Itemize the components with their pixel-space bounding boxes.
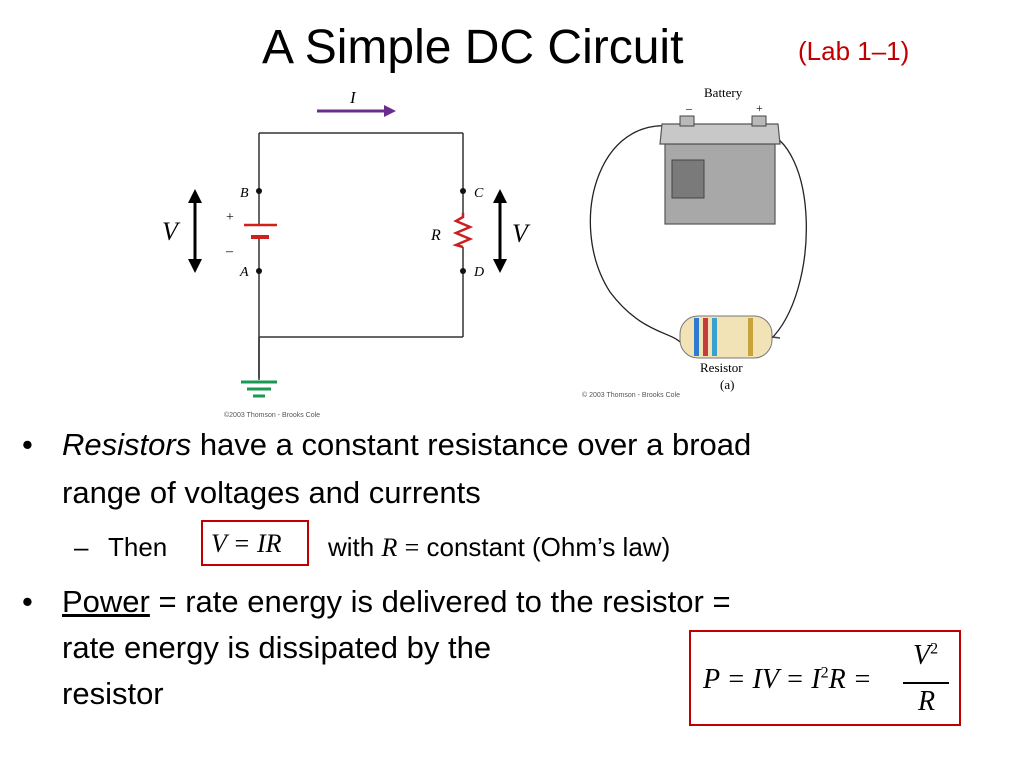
resistor-label: R: [430, 227, 441, 244]
sub-bullet-then: Then: [108, 532, 168, 562]
node-b-dot: [256, 188, 262, 194]
wire-left: [589, 125, 689, 343]
resistor-band-2: [703, 318, 708, 356]
resistors-term: Resistors: [62, 427, 192, 462]
voltage-label-left: V: [162, 217, 181, 246]
power-term: Power: [62, 584, 150, 619]
node-d-dot: [460, 268, 466, 274]
constant-text: constant (Ohm’s law): [426, 532, 671, 562]
ohms-law-equation: V = IR: [211, 529, 282, 558]
battery-plus-label: +: [756, 101, 763, 115]
battery-label: Battery: [704, 85, 743, 100]
battery-lid: [659, 123, 781, 145]
with-text: with: [328, 532, 375, 562]
bullet-2-marker: •: [22, 584, 33, 619]
equals-sign: =: [404, 533, 420, 562]
power-equation-box: P = IV = I2R = V2 R: [689, 630, 961, 726]
panel-label: (a): [720, 377, 734, 392]
bullet-2-line-2: rate energy is dissipated by the: [62, 630, 492, 665]
voltage-label-right: V: [512, 219, 531, 248]
ohms-law-box: V = IR: [201, 520, 309, 566]
sub-bullet-rest: with R = constant (Ohm’s law): [328, 532, 670, 563]
bullet-2-line-3: resistor: [62, 676, 164, 711]
node-a-label: A: [239, 265, 249, 280]
power-fraction-denominator: R: [918, 686, 936, 717]
bullet-2-text: = rate energy is delivered to the resist…: [149, 584, 731, 619]
resistor-symbol: [452, 213, 474, 249]
circuit-schematic: I + – R B A C D V V ©2003 Thomson - Broo…: [162, 88, 531, 419]
bullet-2-line-1: Power = rate energy is delivered to the …: [62, 582, 731, 622]
battery-plus: +: [226, 210, 234, 225]
node-c-dot: [460, 188, 466, 194]
battery-terminal-negative: [679, 115, 695, 127]
fraction-bar: [903, 682, 949, 684]
battery-label-panel: [671, 159, 705, 199]
bullet-1-marker: •: [22, 427, 33, 462]
power-fraction-numerator: V2: [913, 640, 938, 672]
resistor-band-3: [712, 318, 717, 356]
current-arrowhead: [384, 105, 396, 117]
battery-resistor-illustration: Battery – + Resistor (a) © 2003 Thomson …: [582, 85, 807, 399]
numerator-exp: 2: [930, 640, 939, 658]
current-label: I: [349, 88, 357, 107]
node-a-dot: [256, 268, 262, 274]
r-symbol: R: [381, 533, 398, 562]
power-lhs-text: P = IV = I: [703, 664, 821, 695]
bullet-1-line-2: range of voltages and currents: [62, 475, 481, 510]
node-c-label: C: [474, 186, 484, 201]
illustration-credit: © 2003 Thomson - Brooks Cole: [582, 391, 680, 399]
node-b-label: B: [240, 186, 249, 201]
resistor-band-4: [748, 318, 753, 356]
battery-minus-label: –: [685, 101, 693, 115]
battery-minus: –: [225, 244, 234, 259]
resistor-illustration-label: Resistor: [700, 360, 743, 375]
battery-terminal-positive: [751, 115, 767, 127]
resistor-band-1: [694, 318, 699, 356]
power-mid-text: R =: [828, 664, 872, 695]
sub-bullet-dash: –: [74, 532, 89, 562]
schematic-credit: ©2003 Thomson - Brooks Cole: [224, 411, 320, 419]
numerator-v: V: [913, 640, 931, 671]
lab-tag: (Lab 1–1): [798, 36, 910, 66]
page-title: A Simple DC Circuit: [262, 21, 684, 74]
bullet-1-text: have a constant resistance over a broad: [191, 427, 752, 462]
power-exp: 2: [820, 664, 829, 682]
resistor-body: [679, 315, 773, 359]
power-equation-lhs: P = IV = I2R =: [703, 664, 872, 696]
node-d-label: D: [473, 265, 484, 280]
bullet-1-line-1: Resistors have a constant resistance ove…: [62, 425, 751, 465]
